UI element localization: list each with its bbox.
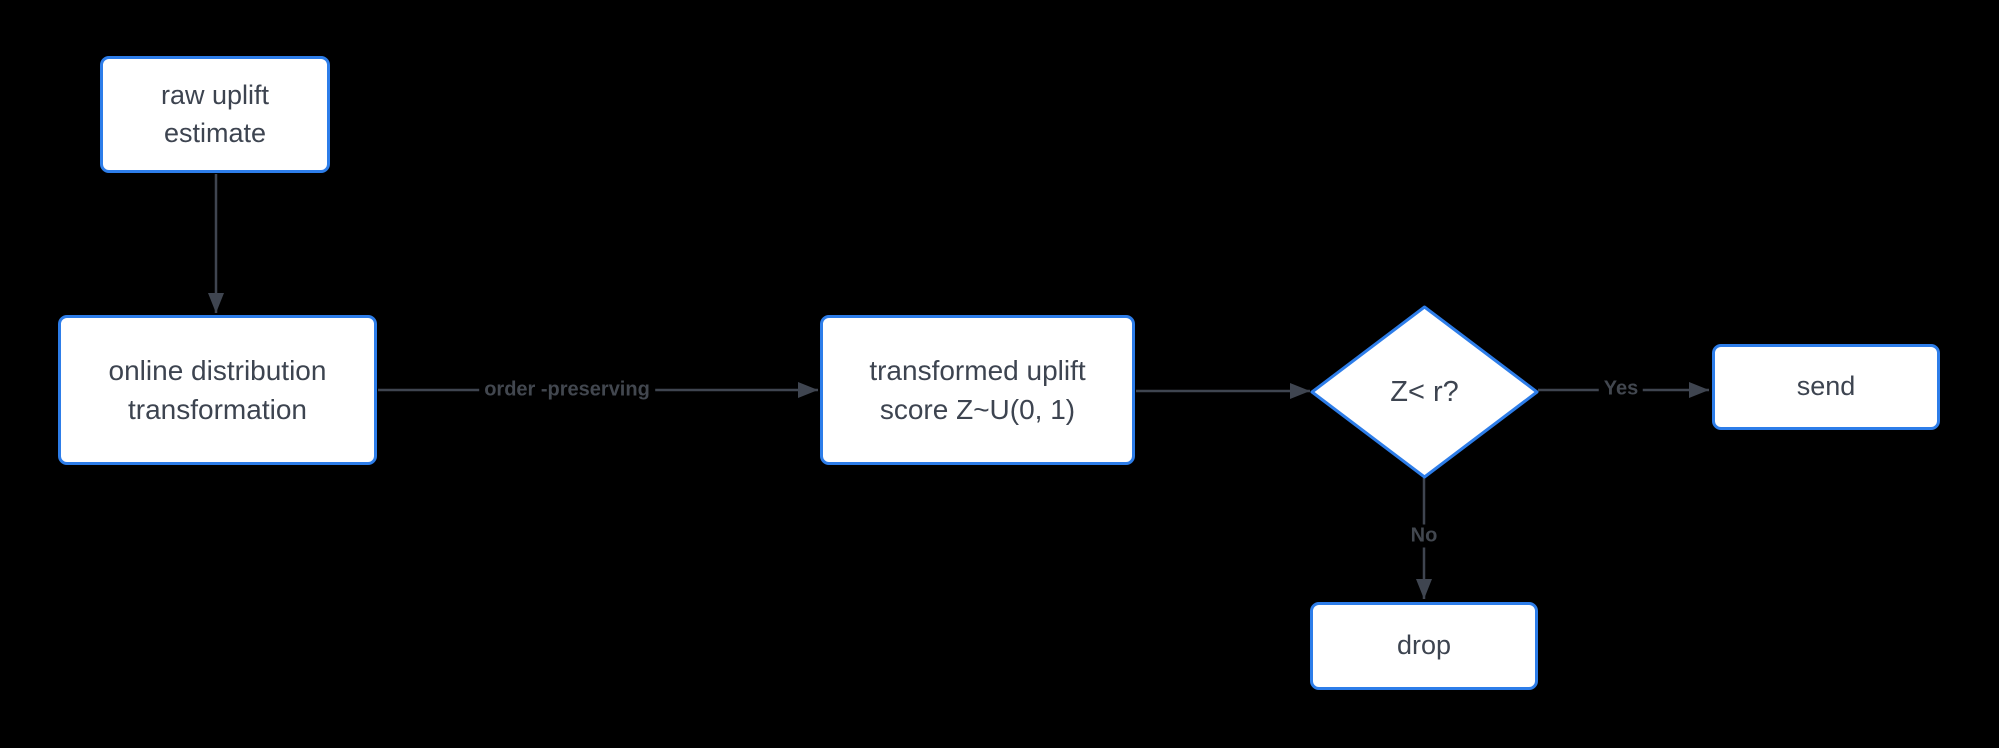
node-raw-uplift-estimate: raw uplift estimate bbox=[100, 56, 330, 173]
edge-label-order-preserving: order -preserving bbox=[479, 378, 655, 402]
node-online-distribution-transformation: online distribution transformation bbox=[58, 315, 377, 465]
node-decision-label: Z< r? bbox=[1390, 375, 1459, 408]
node-decision-shape bbox=[1310, 305, 1539, 479]
edge-label-no: No bbox=[1405, 524, 1443, 548]
node-transformed-uplift-score: transformed uplift score Z~U(0, 1) bbox=[820, 315, 1135, 465]
node-send: send bbox=[1712, 344, 1940, 430]
edge-label-yes: Yes bbox=[1598, 377, 1644, 401]
node-drop: drop bbox=[1310, 602, 1538, 690]
